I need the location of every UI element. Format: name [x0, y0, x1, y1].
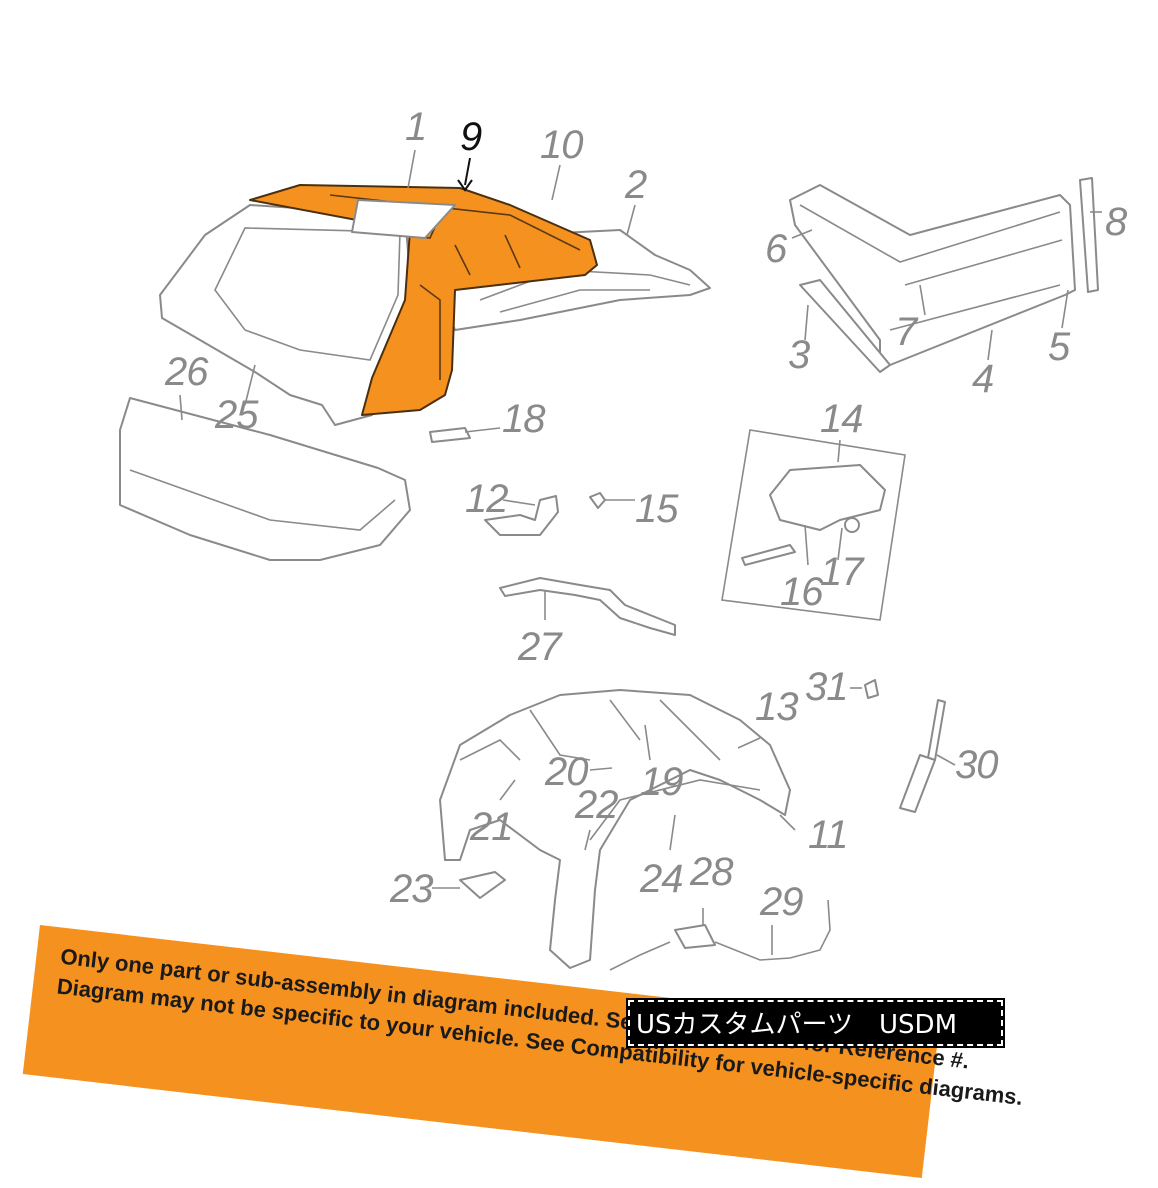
callout-29: 29: [759, 880, 803, 924]
part-26-side-curtain: [119, 397, 411, 561]
callout-14: 14: [820, 397, 863, 441]
callout-4: 4: [972, 357, 993, 401]
callout-30: 30: [955, 743, 998, 787]
callout-8: 8: [1105, 200, 1128, 244]
callout-13: 13: [755, 685, 798, 729]
part-30-strut: [899, 699, 946, 813]
shop-watermark: USカスタムパーツ USDM: [626, 998, 1005, 1048]
parts-diagram: 1 9 10 2 6 8 7 3 4 5 14 26 25 18 12 15 1…: [119, 105, 1129, 971]
callout-18: 18: [502, 397, 546, 441]
part-31-bolt: [864, 679, 879, 699]
callout-7: 7: [895, 310, 919, 354]
callout-19: 19: [640, 760, 683, 804]
callout-11: 11: [808, 813, 848, 857]
callout-3: 3: [788, 333, 810, 377]
callout-17: 17: [820, 550, 865, 594]
part-frame-assembly: [439, 689, 791, 969]
callout-6: 6: [765, 227, 788, 271]
part-9-highlighted-soft-top: [249, 184, 598, 416]
callout-16: 16: [780, 570, 824, 614]
leader-lines: [179, 149, 1102, 955]
callout-15: 15: [635, 487, 679, 531]
part-14-latch-box: [721, 429, 906, 621]
callout-26: 26: [164, 350, 209, 394]
callout-numbers: 1 9 10 2 6 8 7 3 4 5 14 26 25 18 12 15 1…: [164, 105, 1129, 924]
part-18-stud: [429, 427, 471, 443]
callout-9-highlighted: 9: [460, 115, 482, 159]
callout-25: 25: [214, 393, 259, 437]
callout-27: 27: [517, 625, 563, 669]
callout-23: 23: [389, 867, 433, 911]
callout-2: 2: [624, 163, 647, 207]
part-28-29-cable: [609, 899, 831, 971]
callout-20: 20: [544, 750, 588, 794]
callout-31: 31: [805, 665, 848, 709]
callout-21: 21: [469, 805, 513, 849]
callout-22: 22: [574, 783, 618, 827]
part-12-bracket: [484, 495, 559, 536]
callout-5: 5: [1048, 325, 1071, 369]
part-27-seal: [499, 577, 676, 636]
callout-10: 10: [540, 123, 583, 167]
part-25-rear-window: [159, 204, 413, 426]
part-15-clip: [589, 492, 606, 509]
callout-24: 24: [639, 857, 683, 901]
callout-1: 1: [405, 105, 426, 149]
callout-28: 28: [689, 850, 734, 894]
part-rail-assembly: [789, 177, 1099, 373]
callout-12: 12: [465, 477, 508, 521]
